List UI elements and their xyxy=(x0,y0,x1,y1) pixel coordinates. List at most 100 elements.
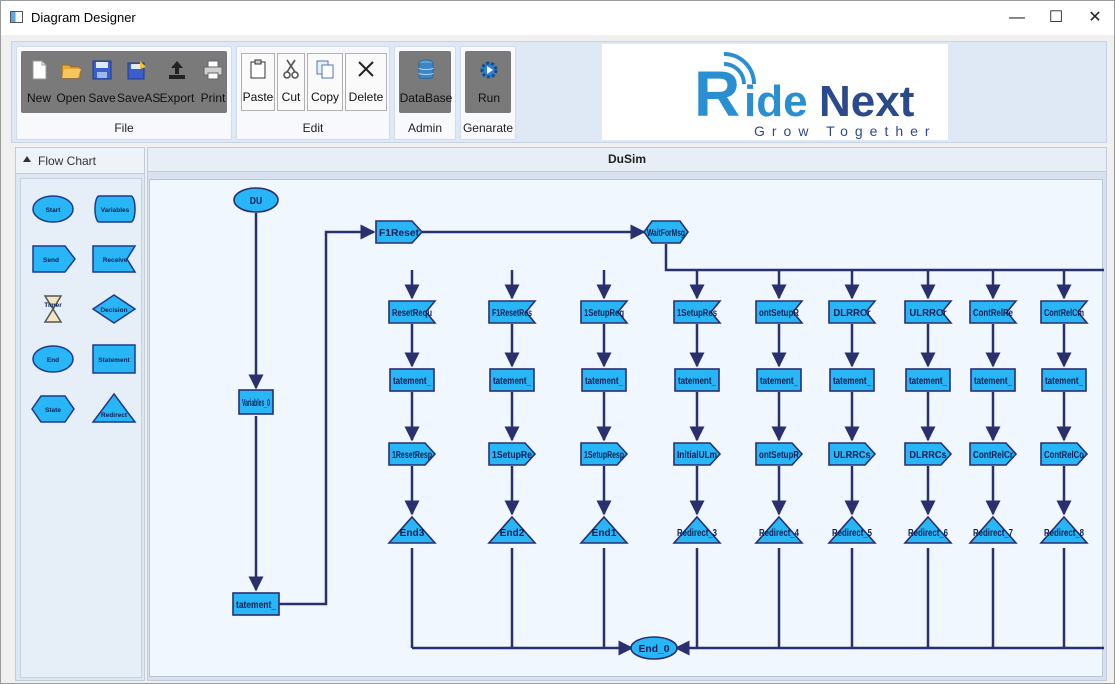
window-title: Diagram Designer xyxy=(31,10,136,25)
branch-2-receive[interactable] xyxy=(488,300,537,324)
branch-2-end[interactable] xyxy=(487,515,537,544)
file-group-label: File xyxy=(114,121,134,135)
branch-3-send[interactable] xyxy=(580,442,629,466)
print-label: Print xyxy=(200,91,226,105)
node-waitformsg[interactable] xyxy=(643,220,689,244)
cut-button[interactable]: Cut xyxy=(277,53,305,111)
palette-redirect[interactable] xyxy=(91,392,137,423)
branch-6-receive-label: DLRRCr xyxy=(833,308,870,319)
branch-9-statement[interactable] xyxy=(1041,368,1087,392)
branch-9-statement-label: tatement_ xyxy=(1045,376,1083,387)
save-as-icon xyxy=(127,61,146,80)
open-button[interactable]: Open xyxy=(55,55,87,111)
branch-1-receive[interactable] xyxy=(388,300,437,324)
node-variables[interactable] xyxy=(238,389,274,415)
run-button[interactable]: Run xyxy=(465,55,513,111)
edit-group-label: Edit xyxy=(302,121,324,135)
minimize-button[interactable]: — xyxy=(1009,9,1025,26)
branch-1-statement[interactable] xyxy=(389,368,435,392)
branch-6-end[interactable] xyxy=(827,515,877,544)
branch-4-statement[interactable] xyxy=(674,368,720,392)
branch-8-end[interactable] xyxy=(968,515,1018,544)
branch-1-end[interactable] xyxy=(387,515,437,544)
delete-button[interactable]: Delete xyxy=(345,53,387,111)
branch-8-receive-label: ContRelRe xyxy=(973,308,1013,319)
branch-1-send[interactable] xyxy=(388,442,437,466)
branch-7-send[interactable] xyxy=(904,442,953,466)
collapse-arrow-icon[interactable] xyxy=(23,156,31,162)
palette-statement[interactable] xyxy=(92,344,136,374)
branch-9-receive[interactable] xyxy=(1040,300,1089,324)
database-button[interactable]: DataBase xyxy=(399,55,453,111)
branch-9-end[interactable] xyxy=(1039,515,1089,544)
branch-7-statement[interactable] xyxy=(905,368,951,392)
branch-7-receive[interactable] xyxy=(904,300,953,324)
palette-state-label: State xyxy=(45,407,61,414)
node-end0[interactable] xyxy=(630,636,678,660)
branch-3-statement-label: tatement_ xyxy=(585,376,623,387)
branch-2-statement[interactable] xyxy=(489,368,535,392)
branch-1-end-label: End3 xyxy=(400,528,425,539)
branch-5-send[interactable] xyxy=(755,442,804,466)
palette-decision[interactable] xyxy=(91,294,137,324)
admin-group-body: DataBase xyxy=(399,51,453,113)
palette-send[interactable] xyxy=(32,245,76,273)
palette-variables[interactable] xyxy=(94,195,136,223)
branch-8-send[interactable] xyxy=(969,442,1018,466)
save-button[interactable]: Save xyxy=(87,55,117,111)
branch-5-statement[interactable] xyxy=(756,368,802,392)
maximize-button[interactable]: ☐ xyxy=(1048,9,1064,26)
branch-9-receive-label: ContRelCm xyxy=(1044,308,1084,319)
toolbox-header[interactable]: Flow Chart xyxy=(16,148,144,174)
node-statement-main[interactable] xyxy=(232,592,280,616)
branch-4-receive[interactable] xyxy=(673,300,722,324)
edit-group: Paste Cut Copy Delete Edit xyxy=(236,46,390,140)
branch-5-receive[interactable] xyxy=(755,300,804,324)
branch-2-statement-label: tatement_ xyxy=(493,376,531,387)
node-du-label: DU xyxy=(250,196,262,207)
branch-4-send[interactable] xyxy=(673,442,722,466)
branch-8-statement[interactable] xyxy=(970,368,1016,392)
paste-icon xyxy=(250,59,266,79)
branch-8-receive[interactable] xyxy=(969,300,1018,324)
edge-statement-f1reset xyxy=(278,224,376,606)
shape-palette: Start Variables Send Receive Timer Decis… xyxy=(31,195,137,423)
branch-6-receive[interactable] xyxy=(828,300,877,324)
palette-timer[interactable] xyxy=(43,295,63,323)
branch-2-send[interactable] xyxy=(488,442,537,466)
export-button[interactable]: Export xyxy=(157,55,197,111)
branch-9-send[interactable] xyxy=(1040,442,1089,466)
save-as-button[interactable]: SaveAS xyxy=(117,55,160,111)
branch-7-end[interactable] xyxy=(903,515,953,544)
branch-4-receive-label: 1SetupRes xyxy=(677,308,717,319)
print-button[interactable]: Print xyxy=(197,55,229,111)
branch-3-receive[interactable] xyxy=(580,300,629,324)
brand-tagline: Grow Together xyxy=(754,123,937,139)
branch-8-end-label: Redirect_7 xyxy=(973,528,1013,539)
new-button[interactable]: New xyxy=(23,55,55,111)
palette-receive[interactable] xyxy=(92,245,137,273)
branch-6-statement[interactable] xyxy=(829,368,875,392)
palette-state[interactable] xyxy=(31,395,75,423)
node-du[interactable] xyxy=(233,187,279,213)
paste-button[interactable]: Paste xyxy=(241,53,275,111)
branch-3-receive-label: 1SetupReq xyxy=(584,308,624,319)
palette-receive-label: Receive xyxy=(103,257,128,264)
palette-end[interactable] xyxy=(32,345,74,373)
branch-5-end[interactable] xyxy=(754,515,804,544)
node-f1reset[interactable] xyxy=(375,220,424,244)
branch-6-send[interactable] xyxy=(828,442,877,466)
diagram-title: DuSim xyxy=(148,148,1106,172)
close-button[interactable]: ✕ xyxy=(1088,9,1102,26)
copy-button[interactable]: Copy xyxy=(307,53,343,111)
brand-logo: R ide Next Grow Together xyxy=(602,44,948,140)
branch-3-end[interactable] xyxy=(579,515,629,544)
file-group-body: New Open Save SaveAS Export xyxy=(21,51,227,113)
palette-end-label: End xyxy=(47,357,59,364)
branch-4-end[interactable] xyxy=(672,515,722,544)
paste-label: Paste xyxy=(242,90,274,104)
palette-start[interactable] xyxy=(32,195,74,223)
branch-3-statement[interactable] xyxy=(581,368,627,392)
